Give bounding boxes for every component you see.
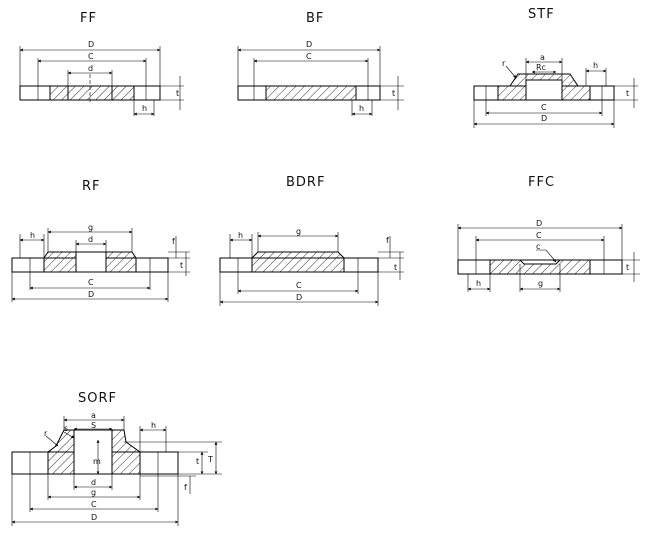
sorf-label-h: h bbox=[151, 421, 156, 430]
sorf-label-s: s bbox=[64, 424, 68, 433]
ff-label-D: D bbox=[88, 40, 94, 49]
ffc-label-t: t bbox=[626, 263, 629, 272]
figure-bf: BF D C h t bbox=[237, 11, 404, 116]
sorf-label-d: d bbox=[91, 478, 96, 487]
stf-label-C: C bbox=[541, 103, 547, 112]
ffc-label-C: C bbox=[536, 231, 542, 240]
ffc-label-D: D bbox=[536, 219, 542, 228]
sorf-label-D: D bbox=[91, 513, 97, 522]
bf-label-t: t bbox=[392, 89, 395, 98]
bdrf-label-t: t bbox=[394, 263, 397, 272]
figure-ff: FF D C d h t bbox=[19, 11, 184, 116]
sorf-label-a: a bbox=[91, 411, 96, 420]
sorf-bore bbox=[73, 429, 113, 475]
stf-label-r: r bbox=[502, 59, 506, 68]
figure-title-stf: STF bbox=[528, 7, 555, 22]
ff-label-h: h bbox=[142, 104, 147, 113]
figure-title-ff: FF bbox=[80, 11, 97, 26]
stf-label-t: t bbox=[626, 89, 629, 98]
rf-label-d: d bbox=[88, 235, 93, 244]
bdrf-label-D: D bbox=[296, 293, 302, 302]
figure-title-sorf: SORF bbox=[78, 391, 117, 406]
ffc-label-g: g bbox=[538, 279, 543, 288]
bdrf-raised-face-hatch bbox=[251, 251, 345, 273]
bdrf-label-C: C bbox=[296, 281, 302, 290]
stf-label-D: D bbox=[541, 114, 547, 123]
figure-title-bdrf: BDRF bbox=[286, 175, 325, 190]
figure-rf: RF h g d C D f bbox=[11, 179, 190, 302]
stf-label-Rc: Rc bbox=[536, 63, 546, 72]
ff-label-C: C bbox=[88, 52, 94, 61]
figure-title-bf: BF bbox=[306, 11, 324, 26]
bdrf-label-h: h bbox=[238, 231, 243, 240]
ff-hatch-right bbox=[111, 85, 135, 101]
rf-label-h: h bbox=[30, 231, 35, 240]
rf-label-g: g bbox=[88, 223, 93, 232]
rf-label-f: f bbox=[172, 237, 175, 246]
stf-bore bbox=[525, 79, 563, 101]
ffc-label-h: h bbox=[476, 279, 481, 288]
bf-hatch bbox=[265, 85, 357, 101]
sorf-label-S: S bbox=[91, 421, 96, 430]
rf-label-t: t bbox=[180, 261, 183, 270]
ffc-leader-c bbox=[536, 249, 557, 263]
sorf-leader-s bbox=[63, 431, 75, 439]
figure-title-rf: RF bbox=[82, 179, 101, 194]
ff-label-t: t bbox=[176, 89, 179, 98]
sorf-label-m: m bbox=[93, 457, 101, 466]
bdrf-label-g: g bbox=[296, 227, 301, 236]
sorf-leader-r bbox=[45, 435, 59, 447]
figure-stf: STF a Rc r h C D bbox=[473, 7, 638, 128]
rf-label-C: C bbox=[88, 278, 94, 287]
stf-label-h: h bbox=[593, 61, 598, 70]
bf-label-h: h bbox=[359, 104, 364, 113]
bdrf-label-f: f bbox=[386, 236, 389, 245]
figure-bdrf: BDRF h g C D f t bbox=[219, 175, 404, 306]
bf-label-D: D bbox=[306, 40, 312, 49]
sorf-label-r: r bbox=[44, 429, 48, 438]
rf-bore bbox=[75, 251, 107, 273]
figure-title-ffc: FFC bbox=[528, 175, 555, 190]
figure-sorf: SORF a S s r h m T t bbox=[11, 391, 222, 526]
stf-leader-r bbox=[505, 65, 517, 79]
stf-label-a: a bbox=[540, 53, 545, 62]
ff-hatch-left bbox=[49, 85, 69, 101]
sorf-label-g: g bbox=[91, 488, 96, 497]
ffc-counterbore bbox=[518, 259, 562, 265]
ff-label-d: d bbox=[88, 64, 93, 73]
sorf-label-f: f bbox=[184, 483, 187, 492]
sorf-label-C: C bbox=[91, 500, 97, 509]
rf-label-D: D bbox=[88, 290, 94, 299]
bf-label-C: C bbox=[306, 52, 312, 61]
sorf-label-t: t bbox=[196, 457, 199, 466]
sorf-label-T: T bbox=[207, 455, 213, 464]
figure-ffc: FFC D C c h g t bbox=[457, 175, 640, 292]
ffc-label-c: c bbox=[536, 242, 540, 251]
